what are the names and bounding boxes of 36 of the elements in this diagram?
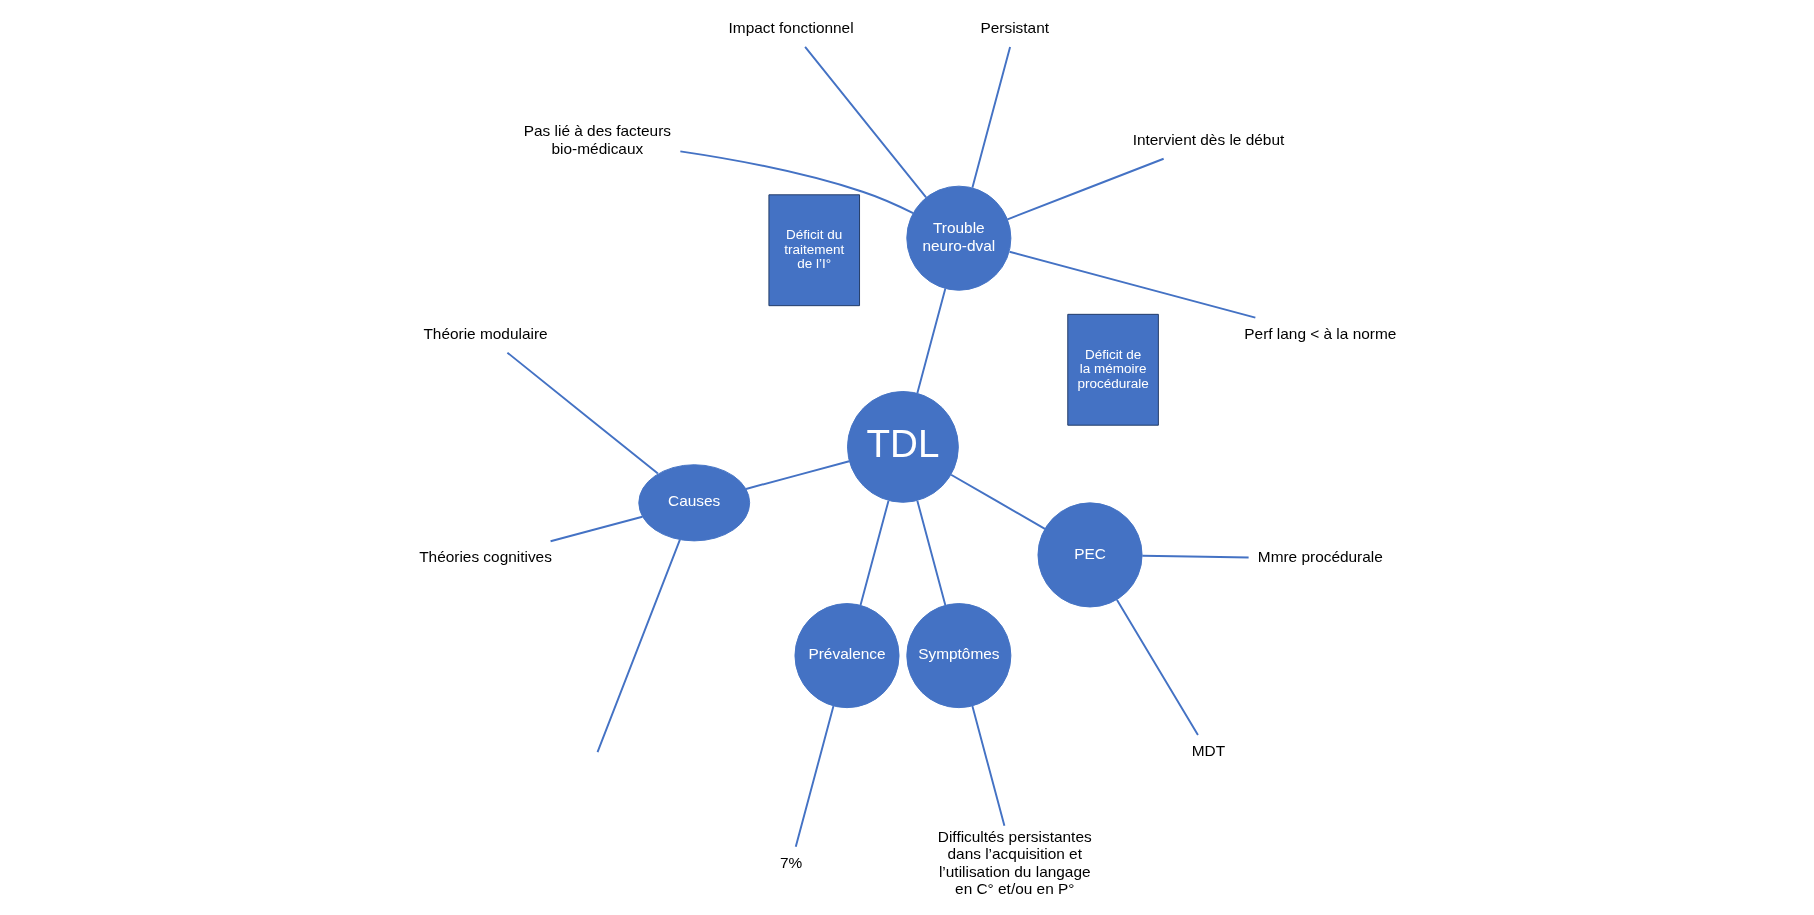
connector: [915, 499, 946, 607]
connector: [744, 460, 850, 490]
connector: [549, 515, 643, 543]
node-circle: Symptômes: [905, 603, 1011, 709]
node-circle: Prévalence: [793, 603, 900, 709]
node-text: Théorie modulaire: [422, 324, 548, 342]
connector: [596, 538, 681, 753]
node-text: 7%: [779, 853, 802, 871]
node-circle: TDL: [846, 390, 959, 503]
connector: [970, 46, 1011, 189]
node-ellipse: Causes: [637, 464, 750, 542]
connector: [1006, 157, 1165, 221]
node-circle: PEC: [1037, 502, 1143, 608]
node-text: Mmre procédurale: [1257, 548, 1383, 566]
connector: [915, 287, 946, 395]
node-text: Pas lié à des facteurs bio-médicaux: [523, 122, 671, 157]
node-text: Difficultés persistantes dans l’acquisition et l’utilisation du langage en C° et/ou en P°: [937, 827, 1092, 897]
connector: [949, 473, 1046, 530]
node-circle: Trouble neuro-dval: [905, 185, 1011, 291]
node-text: Intervient dès le début: [1132, 131, 1284, 149]
node-text: MDT: [1191, 742, 1225, 760]
connector: [859, 499, 889, 607]
node-box: Déficit du traitement de l’I°: [767, 194, 860, 307]
node-text: Persistant: [980, 19, 1049, 37]
node-text: Théories cognitives: [418, 548, 552, 566]
connector: [1008, 250, 1256, 319]
connector: [1115, 598, 1199, 736]
connector: [803, 46, 927, 199]
node-text: Impact fonctionnel: [728, 19, 854, 37]
connector: [970, 705, 1005, 827]
connector: [1140, 554, 1250, 559]
connector: [794, 705, 834, 848]
connector: [505, 351, 659, 475]
node-box: Déficit de la mémoire procédurale: [1066, 313, 1159, 426]
node-text: Perf lang < à la norme: [1243, 324, 1396, 342]
connector: [678, 150, 914, 215]
